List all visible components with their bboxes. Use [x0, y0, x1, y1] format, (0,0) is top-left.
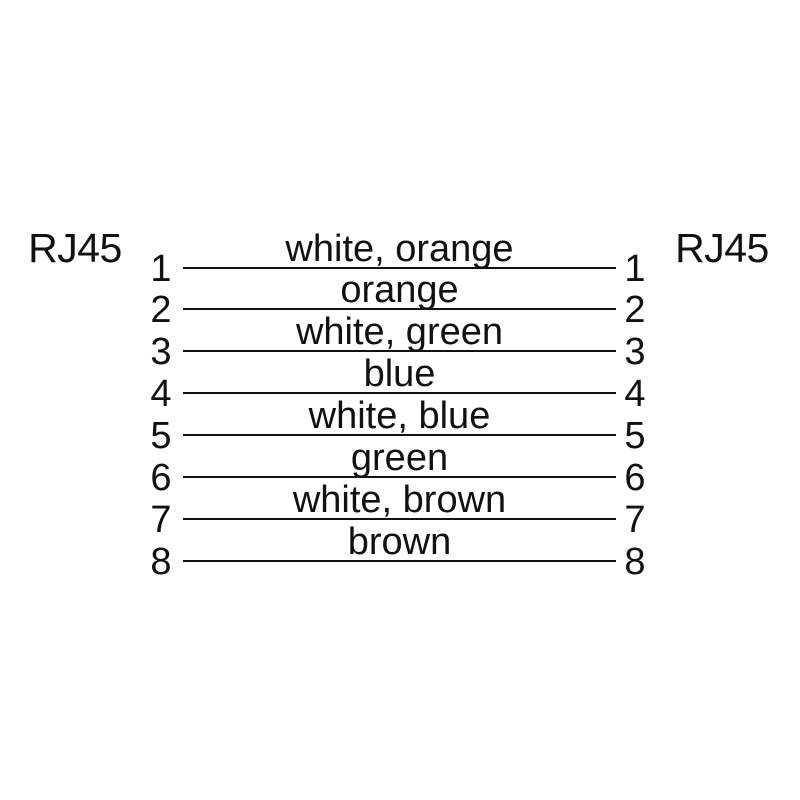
- wire-color-label: green: [350, 437, 449, 479]
- wire-line: [183, 476, 616, 478]
- left-pin-number: 7: [150, 498, 172, 541]
- wire-color-label: white, blue: [308, 395, 491, 438]
- wire-line: [183, 392, 616, 395]
- left-pin-number: 2: [150, 289, 172, 332]
- right-pin-number: 1: [624, 247, 646, 290]
- right-pin-number: 6: [624, 457, 646, 499]
- wire-line: [183, 559, 616, 562]
- wire-color-label: white, green: [295, 311, 503, 354]
- left-pin-number: 4: [150, 373, 172, 416]
- left-pin-number: 6: [150, 457, 172, 499]
- right-connector-label: RJ45: [675, 225, 769, 271]
- right-pin-number: 7: [624, 498, 646, 541]
- right-pin-number: 3: [624, 331, 646, 374]
- right-pin-number: 2: [624, 289, 646, 332]
- wire-color-label: orange: [340, 269, 459, 312]
- wire-color-label: white, orange: [285, 227, 514, 270]
- left-connector-label: RJ45: [28, 225, 122, 271]
- wire-color-label: brown: [347, 520, 452, 563]
- wire-line: [183, 517, 616, 520]
- left-pin-number: 5: [150, 415, 172, 458]
- left-pin-number: 3: [150, 331, 172, 374]
- right-pin-number: 8: [624, 540, 646, 583]
- wire-line: [183, 308, 616, 311]
- wire-line: [183, 266, 616, 269]
- left-pin-number: 8: [150, 540, 172, 583]
- wire-color-label: white, brown: [292, 478, 507, 521]
- wire-line: [183, 350, 616, 353]
- wire-line: [183, 434, 616, 437]
- right-pin-number: 5: [624, 415, 646, 458]
- left-pin-number: 1: [150, 247, 172, 290]
- right-pin-number: 4: [624, 373, 646, 416]
- wire-color-label: blue: [363, 353, 436, 396]
